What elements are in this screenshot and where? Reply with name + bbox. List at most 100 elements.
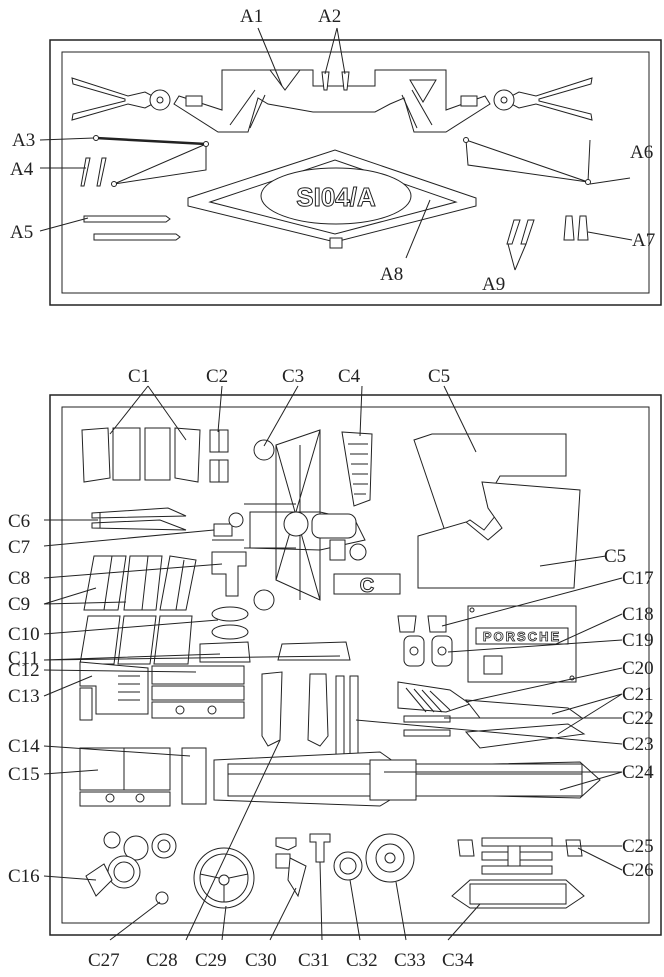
part-c20 (397, 681, 472, 713)
part-a7-2 (577, 215, 589, 241)
label-c27: C27 (88, 950, 120, 971)
leader-c28 (185, 739, 281, 941)
part-a1-cutout-left (269, 69, 301, 91)
leader-c24 (384, 771, 623, 791)
label-a9: A9 (482, 274, 505, 295)
label-c28: C28 (146, 950, 178, 971)
part-c16 (85, 831, 177, 897)
label-c32: C32 (346, 950, 378, 971)
label-c25: C25 (622, 836, 654, 857)
leader-c7 (43, 529, 215, 547)
leader-c2 (217, 385, 223, 433)
part-a6-pin (463, 137, 469, 143)
part-a-wishbone-right (502, 77, 593, 121)
part-c4 (341, 431, 373, 507)
leader-c12 (43, 669, 197, 673)
part-c10 (211, 606, 249, 640)
part-a7-1 (563, 215, 575, 241)
leader-a7 (587, 231, 633, 241)
label-c15: C15 (8, 764, 40, 785)
label-a3: A3 (12, 130, 35, 151)
label-a6: A6 (630, 142, 653, 163)
label-a4: A4 (10, 159, 34, 180)
label-c23: C23 (622, 734, 654, 755)
leader-c20 (465, 667, 623, 703)
leader-a8 (405, 199, 431, 259)
part-c24 (213, 751, 601, 807)
label-c19: C19 (622, 630, 654, 651)
label-c24: C24 (622, 762, 654, 783)
leader-c5-top (443, 385, 477, 453)
part-a-block-right (460, 95, 478, 107)
part-a9-2 (520, 219, 535, 245)
leader-c5-bottom (539, 555, 607, 567)
leader-c30 (269, 887, 297, 941)
sheet-a-outer-frame (49, 39, 662, 306)
part-c17 (397, 615, 447, 633)
label-c34: C34 (442, 950, 474, 971)
part-a1 (173, 69, 491, 133)
part-c34 (451, 879, 585, 909)
part-c23 (335, 675, 359, 757)
label-c33: C33 (394, 950, 426, 971)
label-c5-bottom: C5 (604, 546, 626, 567)
leader-c34 (447, 903, 481, 941)
part-a-linkage-left-pin (203, 141, 209, 147)
part-c8 (211, 551, 247, 597)
sheet-c-stamp: C (360, 575, 374, 597)
leader-c17 (441, 577, 623, 627)
leader-c11 (43, 653, 341, 661)
part-c28 (261, 671, 329, 747)
part-c14 (181, 747, 207, 805)
label-c29: C29 (195, 950, 227, 971)
leader-c14 (43, 745, 191, 757)
part-c31 (309, 833, 331, 863)
label-c31: C31 (298, 950, 330, 971)
part-c1 (81, 427, 201, 483)
label-a1: A1 (240, 6, 263, 27)
part-c25 (481, 837, 553, 875)
label-c10: C10 (8, 624, 40, 645)
label-c17: C17 (622, 568, 654, 589)
part-c30 (275, 837, 307, 898)
leader-a2 (324, 27, 346, 75)
label-c2: C2 (206, 366, 228, 387)
sheet-c-outer-frame (49, 394, 662, 936)
leader-c9 (43, 587, 127, 605)
label-a8: A8 (380, 264, 403, 285)
part-a5-2 (93, 233, 181, 241)
part-a-linkage-left (113, 143, 207, 185)
label-c9: C9 (8, 594, 30, 615)
part-c29 (193, 847, 255, 909)
label-a2: A2 (318, 6, 341, 27)
part-c3 (244, 429, 367, 611)
part-c33 (365, 833, 415, 883)
part-c18: PORSCHE (467, 605, 577, 683)
leader-a9 (507, 243, 527, 271)
part-c19 (403, 635, 453, 667)
label-c26: C26 (622, 860, 654, 881)
label-c1: C1 (128, 366, 150, 387)
leader-c16 (43, 875, 97, 881)
sheet-a-inner-frame (61, 51, 650, 294)
leader-c23 (355, 719, 623, 745)
part-a-hub-left (149, 89, 171, 111)
sheet-c-inner-frame (61, 406, 650, 924)
part-a4-2 (96, 157, 107, 187)
label-c4: C4 (338, 366, 361, 387)
part-c27 (155, 891, 169, 905)
leader-c31 (319, 861, 323, 941)
part-a3 (95, 136, 207, 146)
label-c3: C3 (282, 366, 304, 387)
label-c22: C22 (622, 708, 654, 729)
sheet-a-stamp: SI04/A (296, 182, 376, 212)
leader-c3 (263, 385, 299, 447)
label-c5-top: C5 (428, 366, 450, 387)
part-a-wishbone-left (71, 77, 162, 121)
leader-c4 (359, 385, 363, 437)
leader-c10 (43, 619, 219, 635)
part-a1-strut-left (229, 89, 266, 129)
leader-a1 (257, 27, 283, 87)
sheet-c: C (8, 366, 662, 971)
label-c21: C21 (622, 684, 654, 705)
